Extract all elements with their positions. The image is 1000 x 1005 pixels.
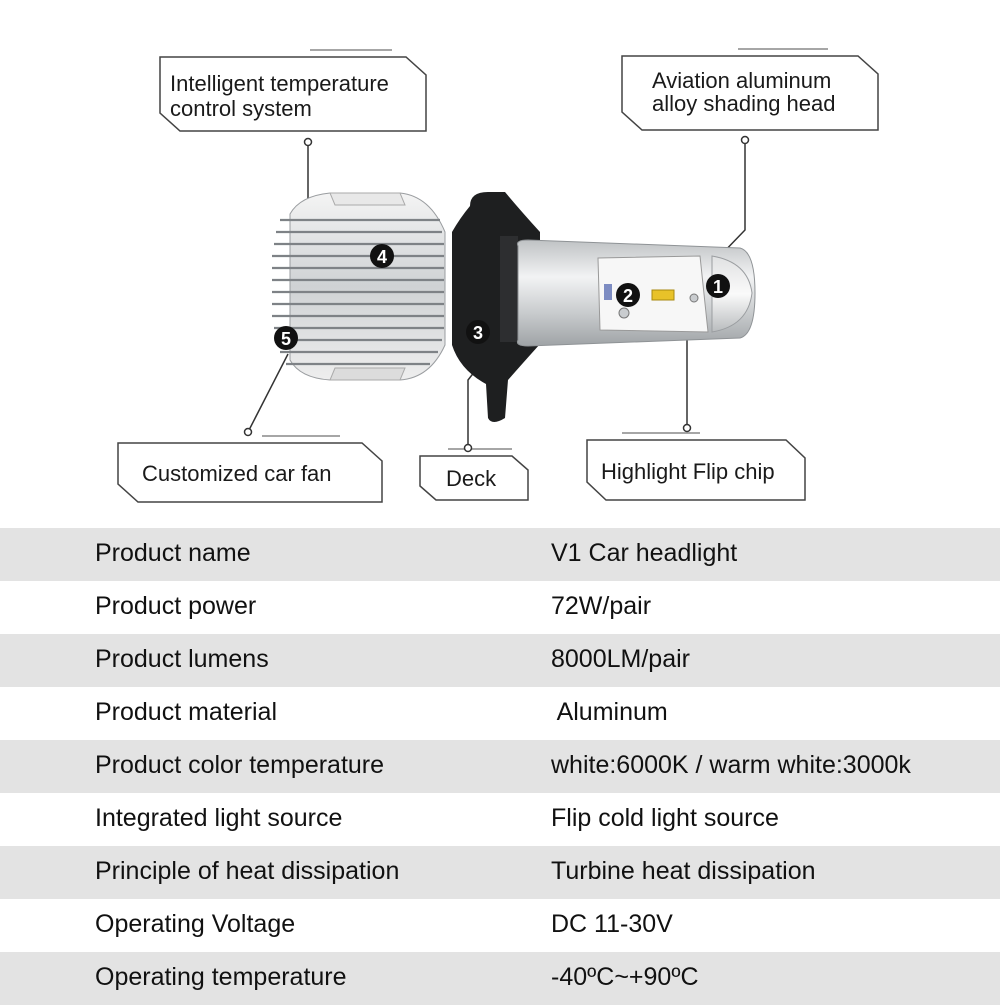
spec-row: Product lumens 8000LM/pair <box>0 634 1000 687</box>
spec-value: white:6000K / warm white:3000k <box>551 751 911 779</box>
spec-value: -40ºC~+90ºC <box>551 963 699 991</box>
spec-row: Product color temperature white:6000K / … <box>0 740 1000 793</box>
svg-text:3: 3 <box>473 323 483 343</box>
callout-box-temperature <box>159 49 427 132</box>
callout-temperature-line2: control system <box>170 96 312 121</box>
spec-label: Principle of heat dissipation <box>95 857 400 885</box>
callout-car-fan: Customized car fan <box>142 461 332 486</box>
spec-label: Product power <box>95 592 257 620</box>
product-diagram: 1 2 3 4 5 Intelligent temperature contro… <box>117 48 879 503</box>
headlight-bulb-illustration: 1 2 3 4 5 <box>117 48 879 503</box>
svg-text:1: 1 <box>713 277 723 297</box>
spec-row: Product power 72W/pair <box>0 581 1000 634</box>
spec-row: Principle of heat dissipation Turbine he… <box>0 846 1000 899</box>
spec-row: Operating temperature -40ºC~+90ºC <box>0 952 1000 1005</box>
spec-row: Product material Aluminum <box>0 687 1000 740</box>
callout-box-shading-head <box>621 48 879 131</box>
spec-value: V1 Car headlight <box>551 539 738 567</box>
spec-label: Product name <box>95 539 251 567</box>
marker-2: 2 <box>616 283 640 307</box>
spec-label: Operating temperature <box>95 963 347 991</box>
spec-value: 72W/pair <box>551 592 652 620</box>
spec-row: Operating Voltage DC 11-30V <box>0 899 1000 952</box>
callout-box-flip-chip <box>586 432 806 501</box>
callout-deck: Deck <box>446 466 497 491</box>
spec-value: DC 11-30V <box>551 910 673 938</box>
marker-4: 4 <box>370 244 394 268</box>
spec-row: Integrated light source Flip cold light … <box>0 793 1000 846</box>
spec-value: Flip cold light source <box>551 804 779 832</box>
svg-text:2: 2 <box>623 286 633 306</box>
spec-row: Product name V1 Car headlight <box>0 528 1000 581</box>
spec-value: Turbine heat dissipation <box>551 857 816 885</box>
callout-temperature-line1: Intelligent temperature <box>170 71 389 96</box>
spec-label: Integrated light source <box>95 804 343 832</box>
spec-table: Product name V1 Car headlight Product po… <box>0 528 1000 1005</box>
callout-shading-line2: alloy shading head <box>652 91 836 116</box>
spec-label: Operating Voltage <box>95 910 296 938</box>
marker-3: 3 <box>466 320 490 344</box>
heatsink-fan-body <box>272 192 446 381</box>
spec-value: 8000LM/pair <box>551 645 690 673</box>
svg-text:4: 4 <box>377 247 387 267</box>
spec-value: Aluminum <box>551 698 668 726</box>
spec-label: Product color temperature <box>95 751 385 779</box>
marker-1: 1 <box>706 274 730 298</box>
callout-shading-line1: Aviation aluminum <box>652 68 832 93</box>
callout-box-deck <box>419 448 529 501</box>
marker-5: 5 <box>274 326 298 350</box>
svg-text:5: 5 <box>281 329 291 349</box>
spec-label: Product lumens <box>95 645 269 673</box>
callout-box-car-fan <box>117 435 383 503</box>
callout-flip-chip: Highlight Flip chip <box>601 459 775 484</box>
spec-label: Product material <box>95 698 278 726</box>
